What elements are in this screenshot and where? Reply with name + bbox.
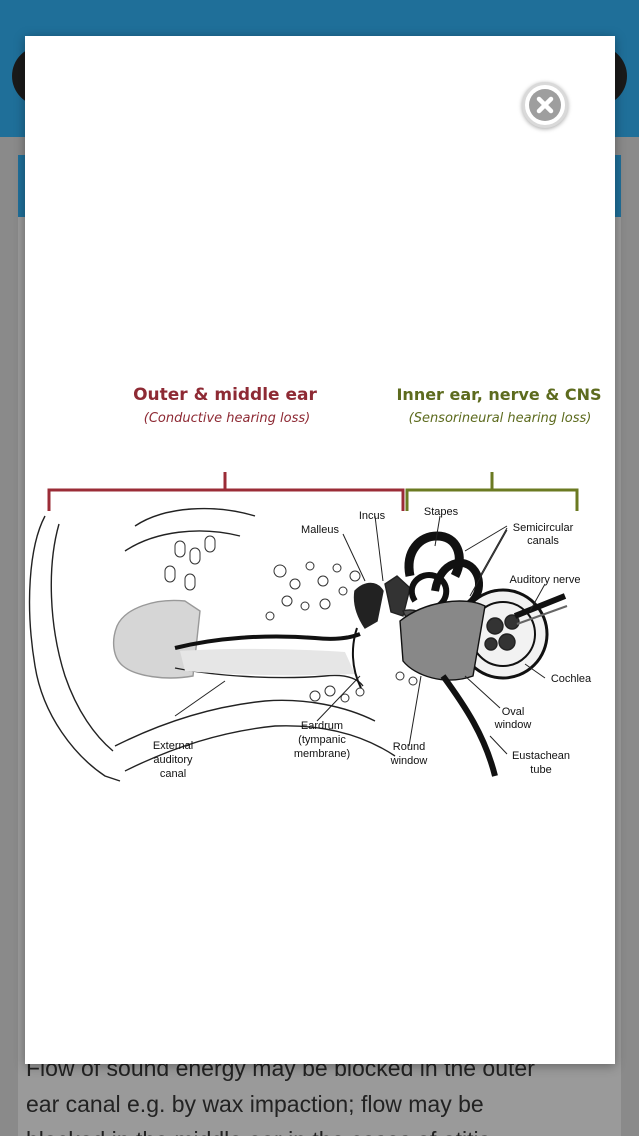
inner-ear-subheader: (Sensorineural hearing loss) [409, 411, 592, 426]
label-eustachian-2: tube [530, 764, 551, 776]
label-malleus: Malleus [301, 524, 339, 536]
label-oval-1: Oval [502, 706, 525, 718]
label-semicircular-2: canals [527, 535, 559, 547]
article-line: ear canal e.g. by wax impaction; flow ma… [26, 1091, 484, 1117]
label-eustachian-1: Eustachean [512, 750, 570, 762]
outer-ear-header: Outer & middle ear [133, 385, 317, 405]
label-round-2: window [390, 755, 428, 767]
label-incus: Incus [359, 510, 386, 522]
label-canal-2: auditory [153, 754, 193, 766]
image-modal: Outer & middle ear (Conductive hearing l… [25, 36, 615, 1064]
close-x-icon [529, 89, 561, 121]
label-eardrum-3: membrane) [294, 748, 350, 760]
inner-ear-bracket [405, 472, 579, 511]
article-line: blocked in the middle ear in the cases o… [26, 1122, 616, 1136]
label-canal-1: External [153, 740, 193, 752]
ear-anatomy-figure: Outer & middle ear (Conductive hearing l… [28, 385, 602, 782]
label-auditory-nerve: Auditory nerve [510, 574, 581, 586]
label-semicircular-1: Semicircular [513, 522, 574, 534]
label-round-1: Round [393, 741, 425, 753]
inner-ear-header: Inner ear, nerve & CNS [396, 385, 601, 404]
label-stapes: Stapes [424, 506, 459, 518]
outer-ear-bracket [47, 472, 405, 511]
label-eardrum-2: (tympanic [298, 734, 346, 746]
label-eardrum-1: Eardrum [301, 720, 343, 732]
ear-illustration [28, 507, 568, 782]
outer-ear-subheader: (Conductive hearing loss) [144, 411, 310, 426]
close-button[interactable] [522, 82, 568, 128]
leader-lines [174, 515, 546, 755]
label-canal-3: canal [160, 768, 186, 780]
label-cochlea: Cochlea [551, 673, 592, 685]
label-oval-2: window [494, 719, 532, 731]
